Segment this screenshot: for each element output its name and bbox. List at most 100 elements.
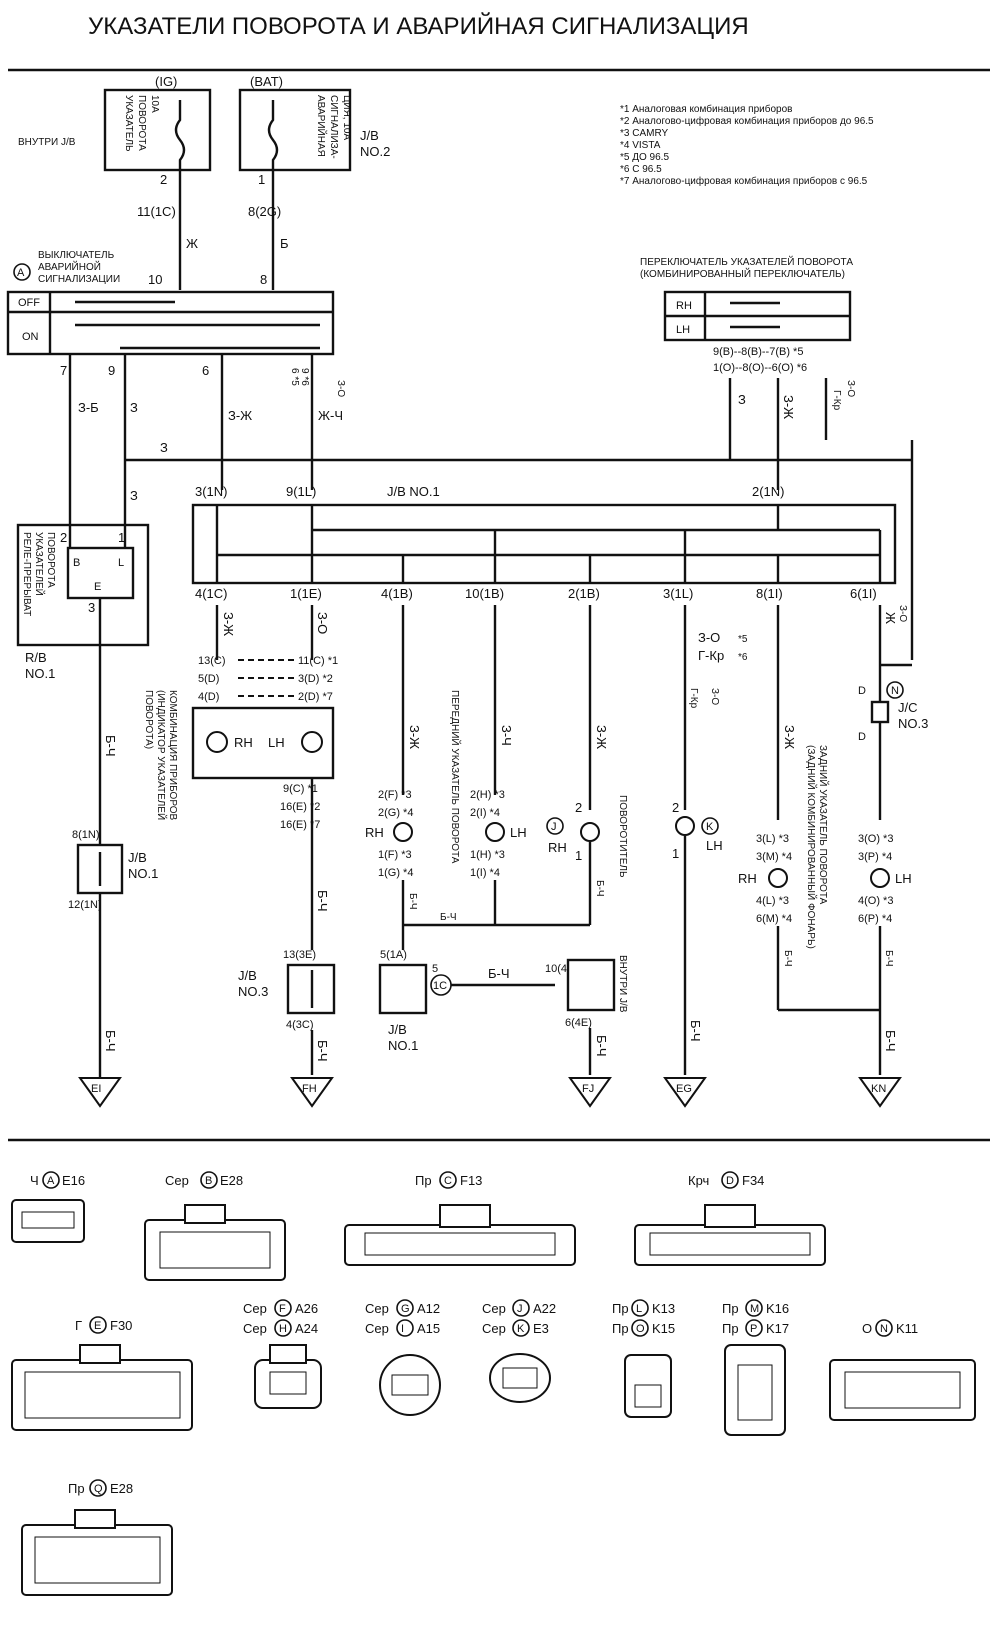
front-rh-label: RH xyxy=(365,825,384,840)
front-turn-signals: ПЕРЕДНИЙ УКАЗАТЕЛЬ ПОВОРОТА 2(F) *3 2(G)… xyxy=(365,690,590,950)
conn-n-letter: N xyxy=(880,1323,888,1335)
conn-f-color: Сер xyxy=(243,1301,267,1316)
jb1-bottom-pin-1: 4(1C) xyxy=(195,586,228,601)
relay-pin-3: 3 xyxy=(88,600,95,615)
conn-c-cells xyxy=(364,1232,556,1256)
conn-a-letter: A xyxy=(47,1175,55,1187)
front-lh-top-2: 2(I) *4 xyxy=(470,807,500,819)
conn-h-code: A24 xyxy=(295,1321,318,1336)
jb1-top-pin-2: 9(1L) xyxy=(286,484,316,499)
rear-lh-top-1: 3(O) *3 xyxy=(858,833,893,845)
turn-switch-rh: RH xyxy=(676,300,692,312)
front-rh-top-1: 2(F) *3 xyxy=(378,789,412,801)
meter-row-right-1: 11(C) *1 xyxy=(298,655,338,667)
conn-c-code: F13 xyxy=(460,1173,482,1188)
conn-d-marker xyxy=(721,1171,739,1189)
note-5: *5 ДО 96.5 xyxy=(620,152,669,163)
rear-turn-label-2: (ЗАДНИЙ КОМБИНИРОВАННЫЙ ФОНАРЬ) xyxy=(805,745,818,949)
conn-m-cells xyxy=(737,1364,773,1421)
jb1-left-label-2: NO.1 xyxy=(128,866,158,881)
conn-o-letter: O xyxy=(636,1323,645,1335)
conn-o-color: Пр xyxy=(612,1321,629,1336)
turn-fuse-label-3: 10А xyxy=(149,95,160,113)
turn-switch-lh: LH xyxy=(676,324,690,336)
rb-label-2: NO.1 xyxy=(25,666,55,681)
conn-l-letter: L xyxy=(636,1303,642,1315)
conn-q-color: Пр xyxy=(68,1481,85,1496)
conn-a-code: E16 xyxy=(62,1173,85,1188)
wire-3ch-front-lh: З-Ч xyxy=(499,725,514,746)
meter-rh-bulb-icon xyxy=(206,731,228,753)
meter-lh-label: LH xyxy=(268,735,285,750)
conn-ig: 11(1C) xyxy=(137,204,176,219)
conn-k-letter: K xyxy=(517,1323,525,1335)
conn-q-letter: Q xyxy=(94,1483,103,1495)
conn-j-letter: J xyxy=(517,1303,523,1315)
conn-q-latch xyxy=(74,1509,116,1529)
relay-label-1: РЕЛЕ-ПРЕРЫВАТ xyxy=(21,532,32,616)
wire-3b: З-Б xyxy=(78,400,99,415)
connector-views: Ч A E16 Сер B E28 Пр C F13 Крч D F34 Г E xyxy=(11,1171,976,1596)
star5-side: *5 xyxy=(738,634,748,645)
side-k-marker xyxy=(701,817,719,835)
conn-j-cells xyxy=(502,1367,538,1389)
front-turn-label: ПЕРЕДНИЙ УКАЗАТЕЛЬ ПОВОРОТА xyxy=(449,690,462,864)
turn-switch-wire-3: З xyxy=(738,392,746,407)
ground-fh-label: FH xyxy=(302,1083,317,1095)
ground-kn-label: KN xyxy=(871,1083,886,1095)
conn-p-code: K17 xyxy=(766,1321,789,1336)
conn-d-cells xyxy=(649,1232,811,1256)
front-rh-top-2: 2(G) *4 xyxy=(378,807,413,819)
note-6: *6 С 96.5 xyxy=(620,164,662,175)
turn-switch-row-2: 1(O)--8(O)--6(O) *6 xyxy=(713,362,807,374)
side-j-letter: J xyxy=(551,821,557,833)
diagram-title: УКАЗАТЕЛИ ПОВОРОТА И АВАРИЙНАЯ СИГНАЛИЗА… xyxy=(88,12,749,40)
meter-lh-bulb-icon xyxy=(301,731,323,753)
note-2: *2 Аналогово-цифровая комбинация приборо… xyxy=(620,115,874,127)
conn-g-cells xyxy=(391,1374,429,1396)
side-lh-label: LH xyxy=(706,838,723,853)
conn-e-code: F30 xyxy=(110,1318,132,1333)
ground-points: EI FH FJ EG KN xyxy=(78,1070,902,1108)
conn-f-latch xyxy=(269,1344,307,1364)
wire-bch-side-rh: Б-Ч xyxy=(594,880,605,897)
conn-m-marker xyxy=(745,1299,763,1317)
hazard-on-label: ON xyxy=(22,331,39,343)
relay-pin-1: 1 xyxy=(118,530,125,545)
jb1-top-pin-1: 3(1N) xyxy=(195,484,228,499)
meter-row-left-3: 4(D) xyxy=(198,691,219,703)
conn-f-letter: F xyxy=(279,1303,286,1315)
side-lh-pin-2: 2 xyxy=(672,800,679,815)
conn-n-code: K11 xyxy=(896,1321,918,1336)
front-rh-bot-1: 1(F) *3 xyxy=(378,849,412,861)
front-lh-bulb-icon xyxy=(485,822,505,842)
conn-g-marker xyxy=(396,1299,414,1317)
rear-lh-bulb-icon xyxy=(870,868,890,888)
rear-rh-top-2: 3(M) *4 xyxy=(756,851,792,863)
conn-p-marker xyxy=(745,1319,763,1337)
jb1-bottom-pin-4: 10(1B) xyxy=(465,586,504,601)
conn-i-letter: I xyxy=(401,1323,404,1335)
wire-bch-front-rh: Б-Ч xyxy=(407,893,418,910)
bus-wires: З-Б З З З-Ж Ж-Ч З-О З xyxy=(78,380,914,660)
conn-e-latch xyxy=(79,1344,121,1364)
wire-ig-color: Ж xyxy=(186,236,198,251)
conn-f-marker xyxy=(274,1299,292,1317)
conn-d-code: F34 xyxy=(742,1173,764,1188)
side-rh-bulb-icon xyxy=(580,822,600,842)
wire-3o-hazard: З-О xyxy=(335,380,346,397)
wire-3zh-side-rh: З-Ж xyxy=(594,725,609,749)
wire-3-bus: З xyxy=(160,440,168,455)
conn-n-marker xyxy=(875,1319,893,1337)
conn-a-color: Ч xyxy=(30,1173,39,1188)
jb1-bottom-pin-7: 8(1I) xyxy=(756,586,783,601)
conn-b-letter: B xyxy=(205,1175,212,1187)
wire-3zh-hazard: З-Ж xyxy=(228,408,252,423)
meter-row-right-3: 2(D) *7 xyxy=(298,691,333,703)
conn-k-color: Сер xyxy=(482,1321,506,1336)
ground-fj-label: FJ xyxy=(582,1083,594,1095)
wire-bat-color: Б xyxy=(280,236,289,251)
jb1-bottom-pin-1c: 1C xyxy=(433,980,447,992)
hazard-pin-10: 10 xyxy=(148,272,162,287)
